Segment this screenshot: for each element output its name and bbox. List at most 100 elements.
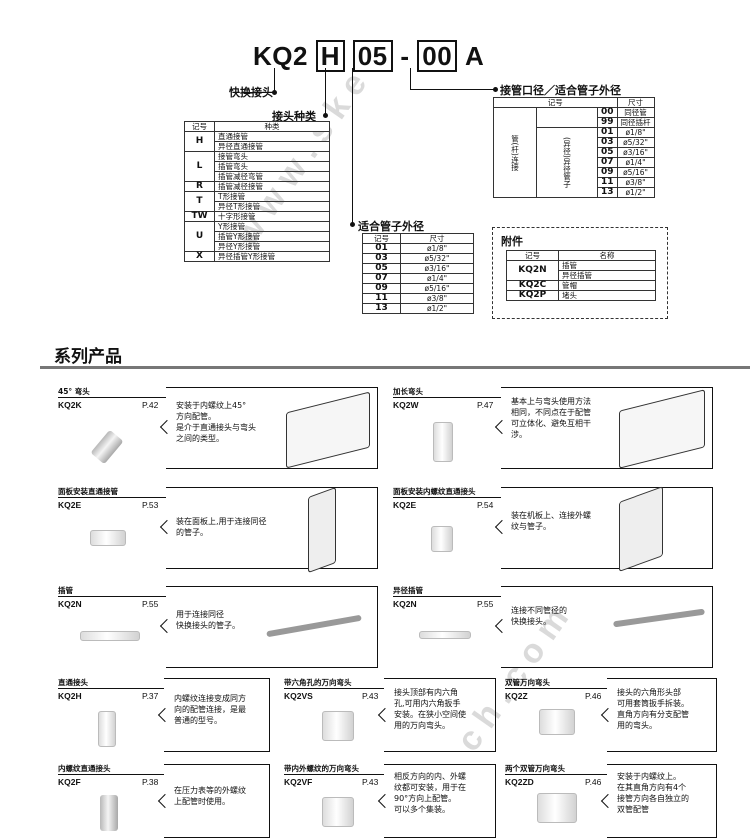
desc-line: 涉。 xyxy=(511,430,527,439)
type-name: 异径插管Y形接管 xyxy=(214,251,330,262)
desc-line: 快换接头。 xyxy=(511,617,551,626)
desc-line: 纹都可安装，用于在 xyxy=(394,783,466,792)
card-model: KQ2H xyxy=(58,691,82,701)
table-header: 记号 xyxy=(493,97,618,108)
type-name: 异径Y形接管 xyxy=(214,241,330,252)
card-rule xyxy=(505,774,607,775)
product-card: 带内外螺纹的万向弯头 KQ2VF P.43 相反方向的内、外螺 纹都可安装，用于… xyxy=(284,763,498,839)
table-header: 尺寸 xyxy=(616,97,655,108)
card-frame xyxy=(164,678,270,752)
port-size: ø5/32" xyxy=(616,137,655,148)
port-size: ø3/8" xyxy=(616,177,655,188)
port-size: ø1/2" xyxy=(616,187,655,198)
leader-line xyxy=(325,68,326,116)
acc-code: KQ2P xyxy=(506,290,559,301)
leader-dot xyxy=(323,113,328,118)
tube-od-label: 适合管子外径 xyxy=(358,220,424,233)
card-page: P.54 xyxy=(477,500,494,510)
card-title: 带六角孔的万向弯头 xyxy=(284,678,352,687)
type-code: X xyxy=(184,251,215,262)
product-card: 45° 弯头 KQ2K P.42 安装于内螺纹上45° 方向配管。 是介于直通接… xyxy=(58,386,378,472)
product-card: 面板安装内螺纹直通接头 KQ2E P.54 装在机板上、连接外螺 纹与管子。 xyxy=(393,485,713,573)
card-model: KQ2E xyxy=(393,500,417,510)
table-header: 记号 xyxy=(506,250,559,261)
panel-illustration xyxy=(308,486,336,574)
port-code: 99 xyxy=(597,117,618,128)
desc-line: 纹与管子。 xyxy=(511,522,551,531)
tube-size: ø1/4" xyxy=(400,273,474,284)
product-image xyxy=(90,530,126,546)
order-code: KQ2 H 05 - 00 A xyxy=(253,40,484,72)
card-desc: 装在面板上,用于连接同径 的管子。 xyxy=(176,516,267,538)
quick-joint-label: 快换接头 xyxy=(229,86,273,99)
card-desc: 安装于内螺纹上45° 方向配管。 是介于直通接头与弯头 之间的类型。 xyxy=(176,400,256,444)
port-spacer xyxy=(536,117,598,128)
tube-code: 03 xyxy=(362,253,401,264)
type-name: 插管减径弯管 xyxy=(214,171,330,182)
type-code: U xyxy=(184,221,215,252)
card-page: P.55 xyxy=(142,599,159,609)
desc-line: 可立体化、避免互相干 xyxy=(511,419,591,428)
code-size: 05 xyxy=(352,40,393,72)
desc-line: 孔,可用内六角扳手 xyxy=(394,699,461,708)
port-code: 05 xyxy=(597,147,618,158)
card-page: P.42 xyxy=(142,400,159,410)
tube-code: 07 xyxy=(362,273,401,284)
card-model: KQ2Z xyxy=(505,691,528,701)
product-image xyxy=(322,711,354,741)
tube-code: 11 xyxy=(362,293,401,304)
table-header: 种类 xyxy=(214,121,330,132)
port-group-inner: (异径)异径管子 xyxy=(536,127,598,198)
joint-type-label: 接头种类 xyxy=(272,110,316,123)
leader-line xyxy=(410,68,411,90)
card-rule xyxy=(393,497,501,498)
desc-line: 方向配管。 xyxy=(176,412,216,421)
tube-code: 01 xyxy=(362,243,401,254)
card-desc: 相反方向的内、外螺 纹都可安装，用于在 90°方向上配管。 可以多个集装。 xyxy=(394,771,466,815)
card-rule xyxy=(505,688,607,689)
desc-line: 在压力表等的外螺纹 xyxy=(174,786,246,795)
acc-name: 堵头 xyxy=(558,290,656,301)
tube-size: ø3/16" xyxy=(400,263,474,274)
tube-code: 13 xyxy=(362,303,401,314)
desc-line: 相反方向的内、外螺 xyxy=(394,772,466,781)
type-name: 插管弯头 xyxy=(214,161,330,172)
desc-line: 安装于内螺纹上45° xyxy=(176,401,247,410)
product-card: 内螺纹直通接头 KQ2F P.38 在压力表等的外螺纹 上配管时使用。 xyxy=(58,763,272,839)
port-code: 03 xyxy=(597,137,618,148)
card-page: P.38 xyxy=(142,777,159,787)
card-title: 插管 xyxy=(58,586,73,595)
tube-size: ø5/16" xyxy=(400,283,474,294)
desc-line: 用于连接同径 xyxy=(176,610,224,619)
product-card: 面板安装直通接管 KQ2E P.53 装在面板上,用于连接同径 的管子。 xyxy=(58,486,378,574)
desc-line: 内螺纹连接变成同方 xyxy=(174,694,246,703)
desc-line: 安装于内螺纹上。 xyxy=(617,772,681,781)
card-page: P.53 xyxy=(142,500,159,510)
card-frame xyxy=(166,586,378,668)
code-prefix: KQ2 xyxy=(253,41,308,71)
card-desc: 接头的六角形头部 可用套筒扳手拆装。 直角方向有分支配管 用的弯头。 xyxy=(617,687,689,731)
card-frame xyxy=(164,764,270,838)
port-spacer xyxy=(536,107,598,118)
port-code: 07 xyxy=(597,157,618,168)
table-header: 尺寸 xyxy=(400,233,474,244)
card-model: KQ2F xyxy=(58,777,81,787)
card-title: 带内外螺纹的万向弯头 xyxy=(284,764,359,773)
desc-line: 的管子。 xyxy=(176,528,208,537)
card-model: KQ2ZD xyxy=(505,777,534,787)
port-size: ø1/4" xyxy=(616,157,655,168)
code-suffix: A xyxy=(464,41,485,71)
port-size: ø1/8" xyxy=(616,127,655,138)
section-title: 系列产品 xyxy=(54,347,122,367)
desc-line: 装在面板上,用于连接同径 xyxy=(176,517,267,526)
product-image xyxy=(537,793,577,823)
type-name: Y形接管 xyxy=(214,221,330,232)
card-title: 内螺纹直通接头 xyxy=(58,764,111,773)
card-title: 面板安装直通接管 xyxy=(58,487,118,496)
product-card: 双管万向弯头 KQ2Z P.46 接头的六角形头部 可用套筒扳手拆装。 直角方向… xyxy=(505,677,719,755)
port-size: 同径管 xyxy=(616,107,655,118)
type-name: T形接管 xyxy=(214,191,330,202)
desc-line: 安装。在狭小空间使 xyxy=(394,710,466,719)
product-image xyxy=(419,631,471,639)
